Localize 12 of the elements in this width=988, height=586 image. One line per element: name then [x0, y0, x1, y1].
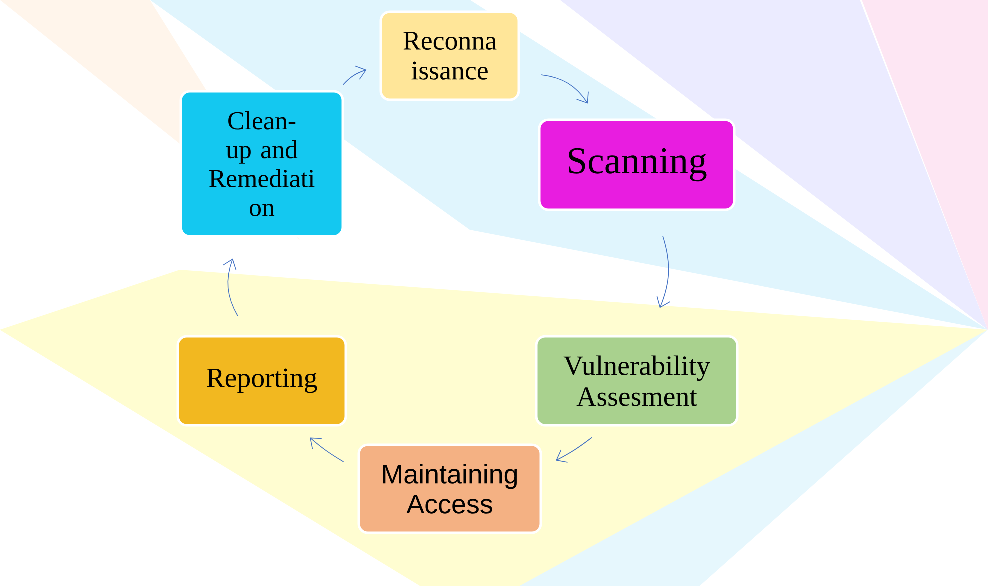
process-box: Maintaining Access [358, 444, 542, 534]
process-box: Vulnerability Assesment [535, 335, 739, 427]
arrow [342, 66, 367, 86]
arrow [222, 258, 238, 317]
arrow [540, 74, 589, 104]
process-box: Scanning [538, 118, 736, 212]
arrow [310, 438, 344, 462]
process-box: Reporting [176, 335, 348, 427]
arrow [656, 236, 671, 308]
process-box: Clean-up and Remediati on [180, 90, 344, 238]
process-box: Reconna issance [380, 10, 520, 102]
arrow [556, 437, 592, 463]
